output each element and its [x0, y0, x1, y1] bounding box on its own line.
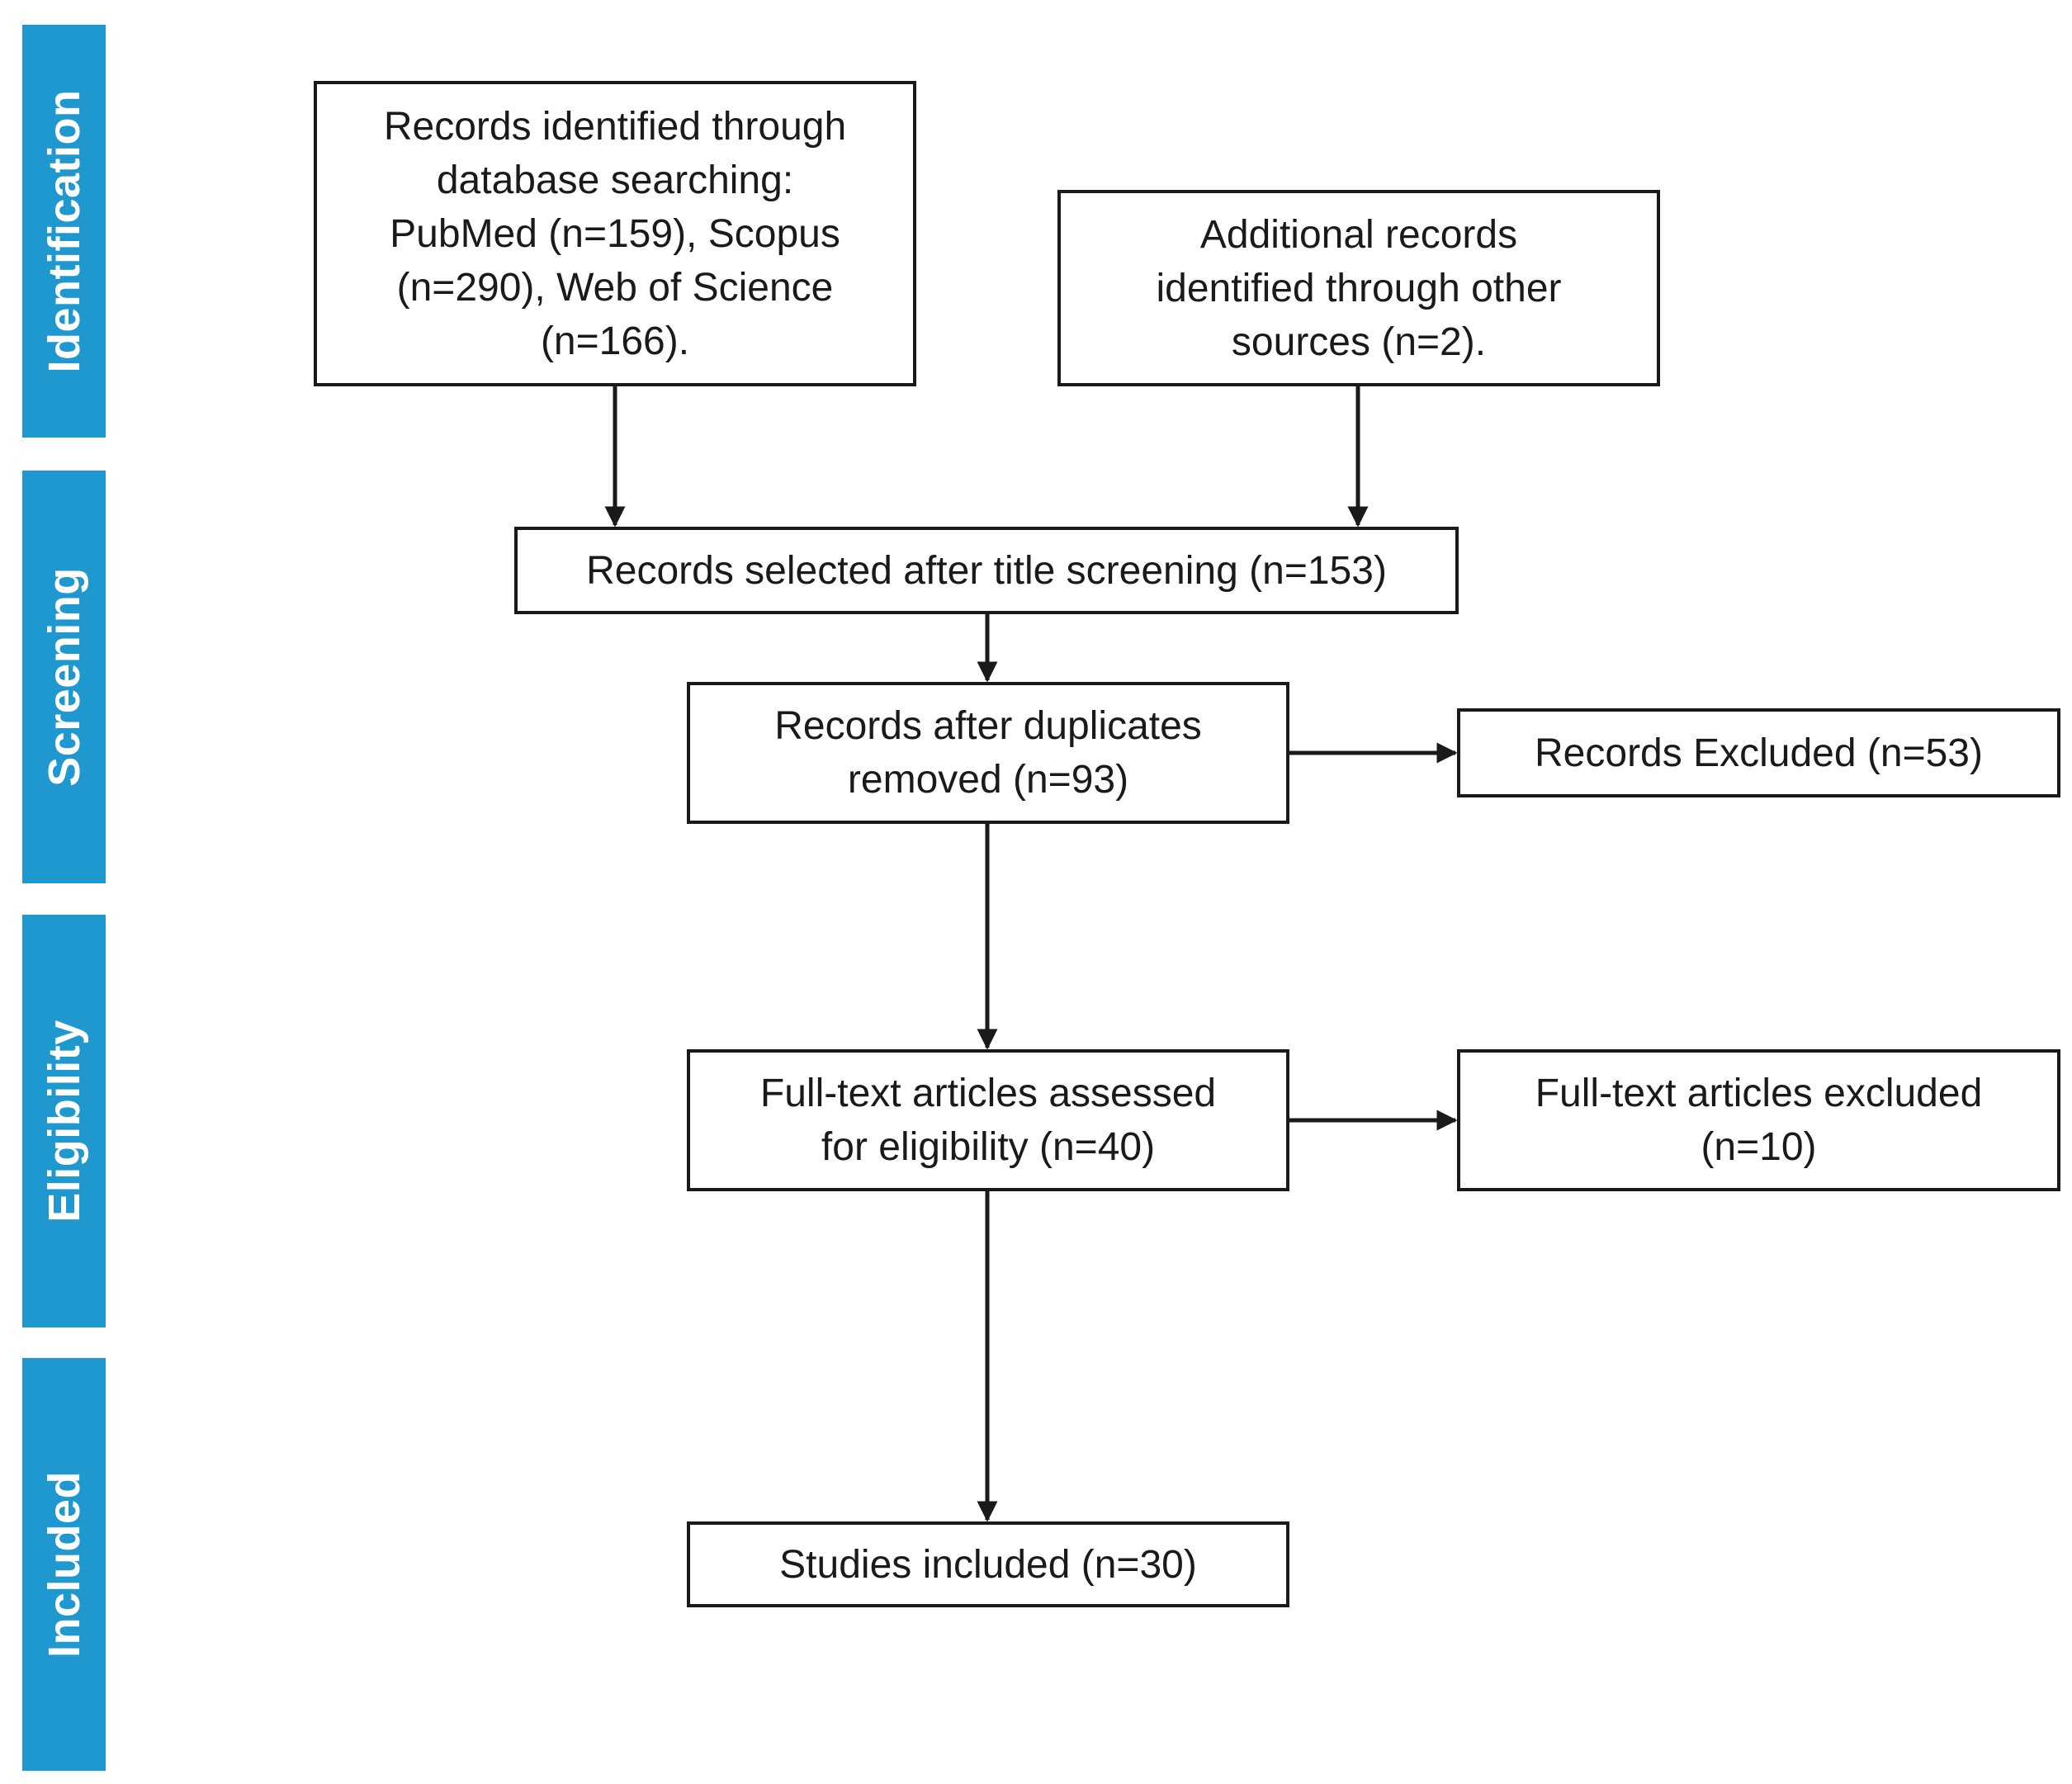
box-fulltext-excluded: Full-text articles excluded (n=10)	[1457, 1049, 2060, 1191]
stage-bar-identification: Identification	[22, 25, 106, 438]
stage-bar-included: Included	[22, 1358, 106, 1771]
box-studies-included: Studies included (n=30)	[687, 1521, 1289, 1607]
box-database-records-text: Records identified through database sear…	[383, 104, 847, 363]
box-duplicates-removed-text: Records after duplicates removed (n=93)	[774, 704, 1202, 802]
box-fulltext-assessed: Full-text articles assessed for eligibil…	[687, 1049, 1289, 1191]
box-studies-included-text: Studies included (n=30)	[779, 1542, 1197, 1587]
stage-bar-screening: Screening	[22, 471, 106, 883]
box-fulltext-assessed-text: Full-text articles assessed for eligibil…	[759, 1072, 1217, 1169]
box-database-records: Records identified through database sear…	[314, 81, 916, 386]
box-records-excluded: Records Excluded (n=53)	[1457, 708, 2060, 797]
box-additional-records-text: Additional records identified through ot…	[1156, 212, 1562, 364]
box-records-excluded-text: Records Excluded (n=53)	[1535, 731, 1983, 775]
box-title-screening-text: Records selected after title screening (…	[586, 548, 1387, 593]
stage-bar-eligibility: Eligibility	[22, 915, 106, 1327]
box-additional-records: Additional records identified through ot…	[1057, 190, 1660, 386]
box-title-screening: Records selected after title screening (…	[514, 527, 1459, 614]
box-fulltext-excluded-text: Full-text articles excluded (n=10)	[1535, 1072, 1983, 1169]
box-duplicates-removed: Records after duplicates removed (n=93)	[687, 682, 1289, 824]
